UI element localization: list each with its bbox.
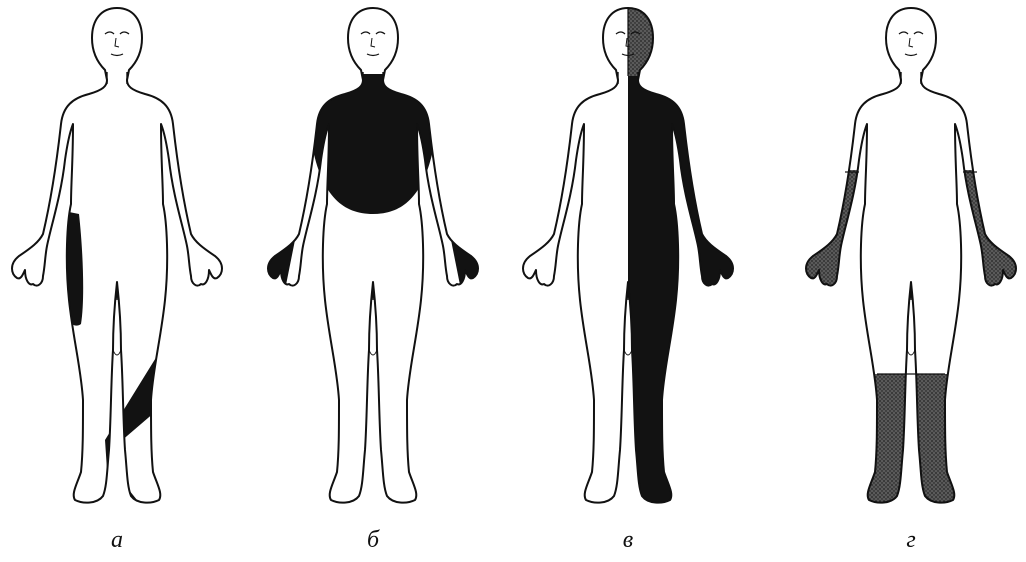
stocking-zone [851, 374, 971, 514]
figure-label-b: б [343, 527, 403, 554]
thigh-stripe [59, 212, 83, 326]
figure-label-a: а [87, 527, 147, 554]
body-figure-3 [523, 0, 768, 516]
body-figure-1 [12, 8, 222, 503]
half-head-zone [628, 0, 768, 76]
body-figure-4 [771, 8, 1026, 514]
body-figure-2 [253, 8, 493, 503]
affected-zone [628, 0, 768, 516]
body-figures-canvas [0, 0, 1026, 520]
body-silhouette-fill [12, 8, 222, 503]
figure-label-g: г [881, 527, 941, 554]
half-body-zone [628, 76, 768, 516]
torso-unaffected [861, 170, 961, 300]
figure-label-v: в [598, 527, 658, 554]
